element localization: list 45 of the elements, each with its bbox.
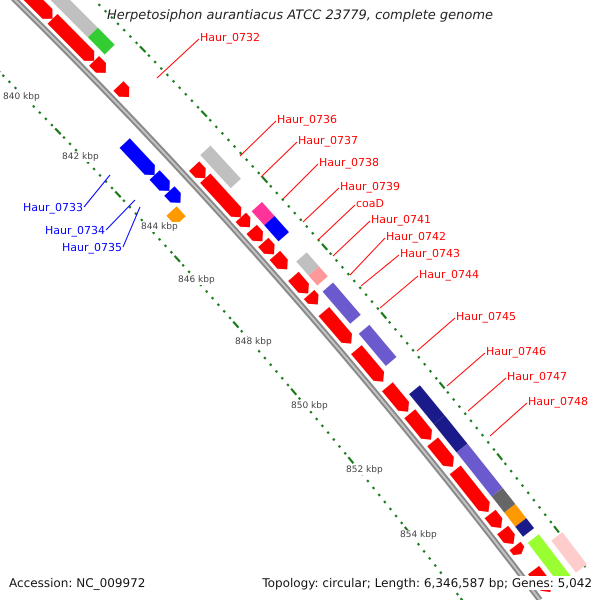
gene-label: Haur_0739 xyxy=(340,181,400,193)
leader-line xyxy=(332,220,370,256)
gene-label: Haur_0734 xyxy=(45,225,106,237)
leader-line xyxy=(318,204,356,240)
accession-text: Accession: NC_009972 xyxy=(9,576,146,590)
leader-line xyxy=(468,378,506,412)
leader-line xyxy=(240,120,276,156)
leader-line xyxy=(156,38,200,78)
gene-label: Haur_0732 xyxy=(200,32,260,44)
gene-label: Haur_0746 xyxy=(486,346,546,358)
gene-label: Haur_0748 xyxy=(528,396,588,408)
gene-label: Haur_0736 xyxy=(277,114,338,126)
tick-label: 842 kbp xyxy=(61,152,100,162)
leader-line xyxy=(260,142,298,178)
leader-line xyxy=(84,174,110,208)
leader-line xyxy=(350,238,386,276)
leader-line xyxy=(122,206,140,248)
gene-label: Haur_0738 xyxy=(319,157,380,169)
leader-line xyxy=(490,402,528,436)
genome-stats-text: Topology: circular; Length: 6,346,587 bp; Genes: 5,042 xyxy=(262,576,592,590)
gene-label: Haur_0735 xyxy=(62,242,122,254)
gene-label: Haur_0745 xyxy=(456,311,516,323)
tick-label: 846 kbp xyxy=(177,275,216,285)
tick-label: 854 kbp xyxy=(399,530,438,540)
leader-line xyxy=(416,318,456,352)
gene-label: Haur_0744 xyxy=(419,269,480,281)
gene-label: Haur_0737 xyxy=(298,135,358,147)
leader-line xyxy=(446,352,486,386)
leader-line xyxy=(282,164,318,200)
tick-label: 852 kbp xyxy=(345,465,384,475)
gene-label: Haur_0747 xyxy=(507,371,568,383)
gene-label: Haur_0741 xyxy=(371,214,432,226)
leader-line xyxy=(380,276,418,308)
map-title: Herpetosiphon aurantiacus ATCC 23779, complete genome xyxy=(106,8,494,23)
gene-label: Haur_0733 xyxy=(23,202,84,214)
gene-label: coaD xyxy=(356,198,384,210)
tick-label: 840 kbp xyxy=(2,92,41,102)
leader-line xyxy=(360,254,400,286)
gene-label: Haur_0742 xyxy=(386,231,446,243)
tick-label: 848 kbp xyxy=(234,337,273,347)
tick-label: 850 kbp xyxy=(290,401,329,411)
gene-label: Haur_0743 xyxy=(400,248,460,260)
tick-label: 844 kbp xyxy=(140,222,179,232)
leader-line xyxy=(302,188,340,222)
leader-line xyxy=(106,200,136,230)
